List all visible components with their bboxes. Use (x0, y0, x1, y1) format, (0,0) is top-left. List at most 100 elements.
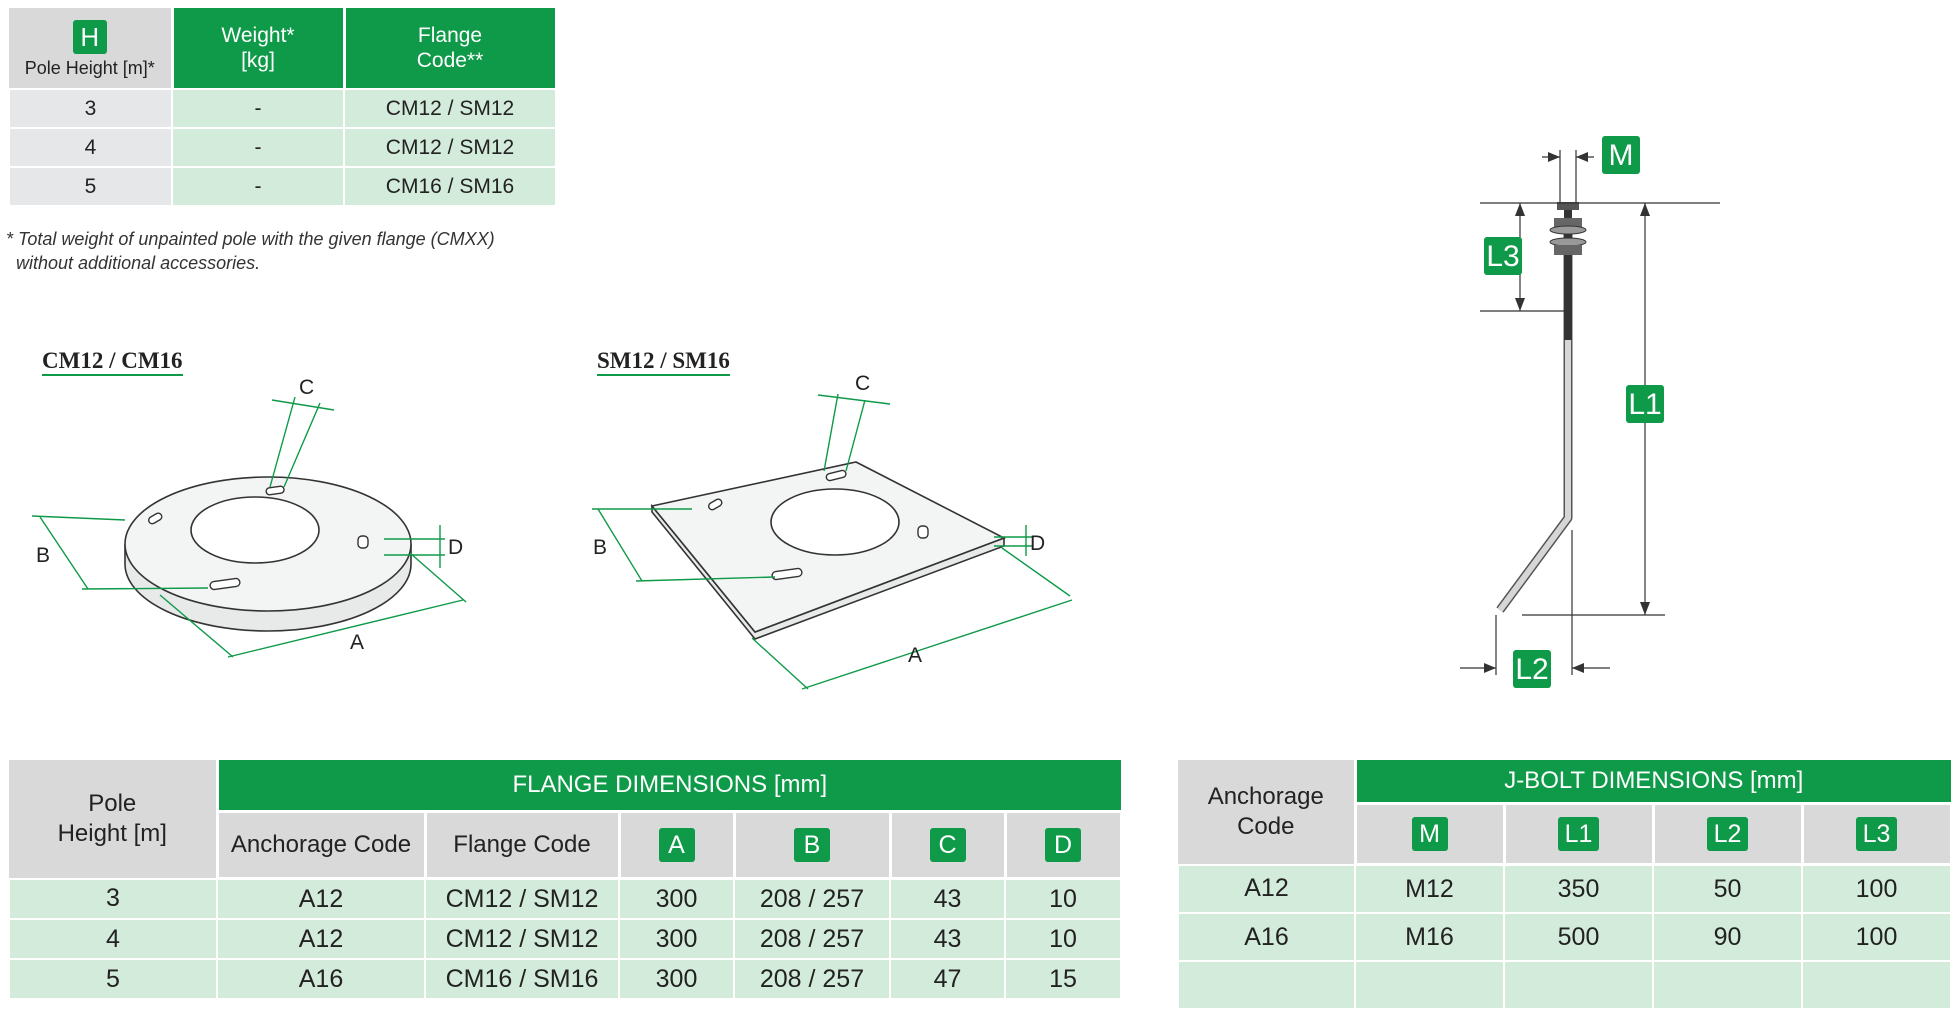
anchorage-code-header: Anchorage Code (1178, 760, 1357, 865)
b-cell: 208 / 257 (733, 877, 891, 920)
flange-cell: CM16 / SM16 (343, 166, 557, 207)
d-cell: 10 (1003, 918, 1123, 960)
sq-dim-label-c: C (855, 372, 870, 395)
pole-header-line1: Pole (88, 789, 137, 817)
weight-cell: - (171, 88, 345, 129)
square-flange-title: SM12 / SM16 (597, 348, 730, 376)
square-flange-hole (770, 488, 900, 556)
pole-cell: 3 (8, 88, 173, 129)
pole-cell: 4 (8, 918, 218, 960)
dim-label-c: C (299, 376, 314, 399)
flange-dimensions-table: Pole Height [m] FLANGE DIMENSIONS [mm] A… (8, 760, 1123, 1000)
anchorage-cell: A16 (216, 958, 426, 1000)
l3-cell (1800, 960, 1953, 1010)
flange-dimensions-header: FLANGE DIMENSIONS [mm] (217, 760, 1122, 812)
l1-badge: L1 (1628, 388, 1661, 421)
c-cell: 47 (889, 958, 1006, 1000)
c-badge: C (929, 828, 966, 862)
a-cell: 300 (618, 918, 735, 960)
l1-cell (1503, 960, 1654, 1010)
l1-cell: 350 (1503, 863, 1654, 914)
anchorage-cell: A16 (1177, 912, 1356, 962)
l2-cell: 50 (1652, 863, 1803, 914)
flange-cell: CM12 / SM12 (343, 88, 557, 129)
l3-badge: L3 (1486, 240, 1519, 273)
l3-cell: 100 (1800, 863, 1953, 914)
dim-label-d: D (448, 536, 463, 559)
pole-cell: 4 (8, 127, 173, 168)
l2-cell: 90 (1652, 912, 1803, 962)
round-flange-title: CM12 / CM16 (42, 348, 183, 376)
m-cell: M12 (1354, 863, 1505, 914)
m-cell (1354, 960, 1505, 1010)
square-flange-diagram: C B A D (592, 372, 1073, 690)
col-l2-header: L2 (1651, 802, 1804, 866)
col-l1-header: L1 (1502, 802, 1655, 866)
col-a-header: A (617, 810, 736, 880)
table-row: A12 M12 350 50 100 (1177, 863, 1953, 914)
anchorage-code-header: Anchorage Code (215, 810, 427, 880)
col-m-header: M (1353, 802, 1506, 866)
jbolt-shape (1496, 202, 1587, 613)
c-cell: 43 (889, 918, 1006, 960)
anchorage-cell: A12 (1177, 863, 1356, 914)
table-row (1177, 960, 1953, 1010)
weight-header: Weight* [kg] (172, 8, 346, 89)
pole-cell: 3 (8, 877, 218, 920)
sq-dim-label-b: B (593, 536, 607, 559)
flange-header-line2: Code** (416, 49, 484, 72)
col-l3-header: L3 (1800, 802, 1953, 866)
l3-cell: 100 (1800, 912, 1953, 962)
d-cell: 15 (1003, 958, 1123, 1000)
flange-cell: CM12 / SM12 (424, 877, 620, 920)
table-row: 4 - CM12 / SM12 (8, 127, 557, 168)
flange-header-line1: Flange (417, 24, 483, 47)
footnote: * Total weight of unpainted pole with th… (6, 227, 495, 275)
d-cell: 10 (1003, 877, 1123, 920)
m-cell: M16 (1354, 912, 1505, 962)
anchorage-cell (1177, 960, 1356, 1010)
flange-cell: CM12 / SM12 (343, 127, 557, 168)
round-flange-diagram: C B A D (31, 376, 467, 658)
table-row: 5 - CM16 / SM16 (8, 166, 557, 207)
dim-label-b: B (36, 544, 50, 567)
pole-height-header-label: Pole Height [m]* (24, 57, 155, 78)
pole-cell: 5 (8, 958, 218, 1000)
jbolt-dimensions-header: J-BOLT DIMENSIONS [mm] (1355, 760, 1952, 804)
jbolt-diagram: M L3 L1 L2 (1460, 136, 1720, 688)
col-c-header: C (888, 810, 1007, 880)
flange-code-header: Flange Code** (344, 8, 558, 89)
footnote-line2: without additional accessories. (16, 253, 261, 273)
footnote-line1: * Total weight of unpainted pole with th… (6, 229, 495, 249)
anchorage-cell: A12 (216, 877, 426, 920)
l2-cell (1652, 960, 1803, 1010)
l1-cell: 500 (1503, 912, 1654, 962)
b-cell: 208 / 257 (733, 958, 891, 1000)
b-cell: 208 / 257 (733, 918, 891, 960)
sq-dim-label-a: A (908, 644, 922, 667)
pole-height-header: H Pole Height [m]* (9, 8, 174, 89)
table-row: 3 - CM12 / SM12 (8, 88, 557, 129)
table-row: 3 A12 CM12 / SM12 300 208 / 257 43 10 (8, 877, 1123, 920)
weight-table: H Pole Height [m]* Weight* [kg] Flange C… (8, 8, 558, 207)
pole-header-line2: Height [m] (57, 819, 167, 847)
a-cell: 300 (618, 958, 735, 1000)
m-badge: M (1609, 139, 1634, 172)
weight-cell: - (171, 127, 345, 168)
flange-cell: CM12 / SM12 (424, 918, 620, 960)
table-row: 5 A16 CM16 / SM16 300 208 / 257 47 15 (8, 958, 1123, 1000)
c-cell: 43 (889, 877, 1006, 920)
l2-badge: L2 (1515, 653, 1548, 686)
round-flange-hole (190, 496, 320, 564)
col-d-header: D (1003, 810, 1123, 880)
jbolt-dimensions-table: Anchorage Code J-BOLT DIMENSIONS [mm] M … (1177, 760, 1953, 1010)
col-b-header: B (732, 810, 892, 880)
sq-dim-label-d: D (1030, 532, 1045, 555)
a-badge: A (658, 828, 695, 862)
d-badge: D (1045, 828, 1082, 862)
table-row: A16 M16 500 90 100 (1177, 912, 1953, 962)
flange-cell: CM16 / SM16 (424, 958, 620, 1000)
flange-code-header: Flange Code (423, 810, 621, 880)
dim-label-a: A (350, 631, 364, 654)
weight-header-line2: [kg] (241, 49, 275, 72)
